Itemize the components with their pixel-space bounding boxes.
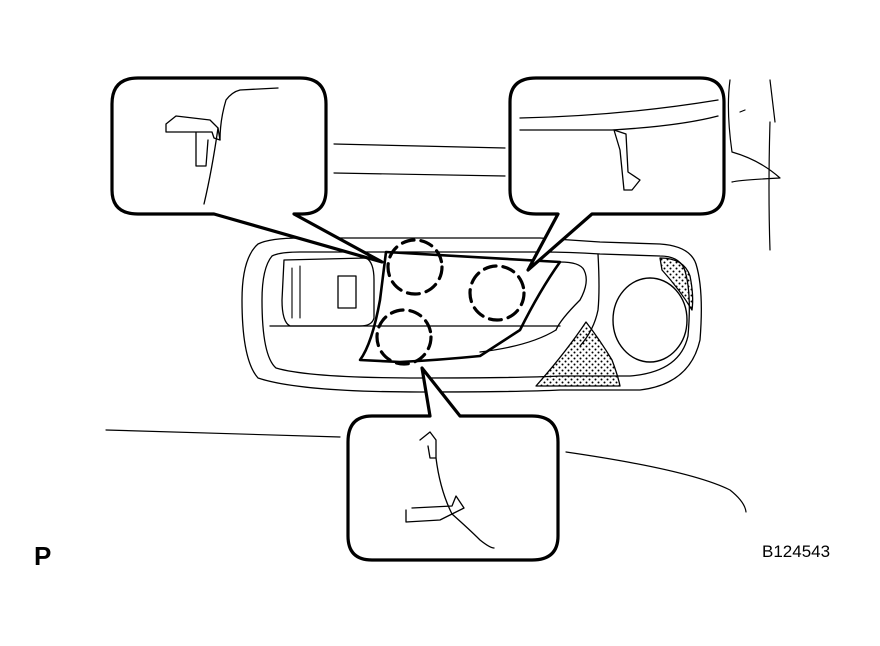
- speaker-grille-upper: [659, 257, 694, 311]
- callout-upper-right: [508, 76, 726, 272]
- callout-frame: [110, 76, 384, 264]
- detail-circle-upper-left: [386, 238, 444, 296]
- callout-lower: [346, 366, 560, 562]
- door-handle-bezel: [241, 237, 702, 393]
- callout-frame: [508, 76, 726, 272]
- callout-upper-left: [110, 76, 384, 264]
- lock-knob: [337, 275, 357, 309]
- bezel-inner: [261, 251, 690, 379]
- speaker-grille: [535, 321, 621, 387]
- clip-detail: [165, 115, 221, 167]
- door-panel-outline: [105, 79, 781, 513]
- speaker-cone: [612, 277, 688, 363]
- door-handle-lever: [358, 250, 562, 364]
- detail-circle-upper-right: [468, 264, 526, 322]
- detail-markers: [375, 238, 526, 366]
- figure-id: B124543: [762, 542, 831, 561]
- corner-label: P: [34, 541, 52, 571]
- lock-knob-recess: [281, 257, 375, 327]
- detail-circle-lower: [375, 308, 433, 366]
- clip-detail: [613, 129, 641, 191]
- bezel-outer: [241, 237, 702, 393]
- callout-frame: [346, 366, 560, 562]
- clip-detail: [405, 431, 465, 523]
